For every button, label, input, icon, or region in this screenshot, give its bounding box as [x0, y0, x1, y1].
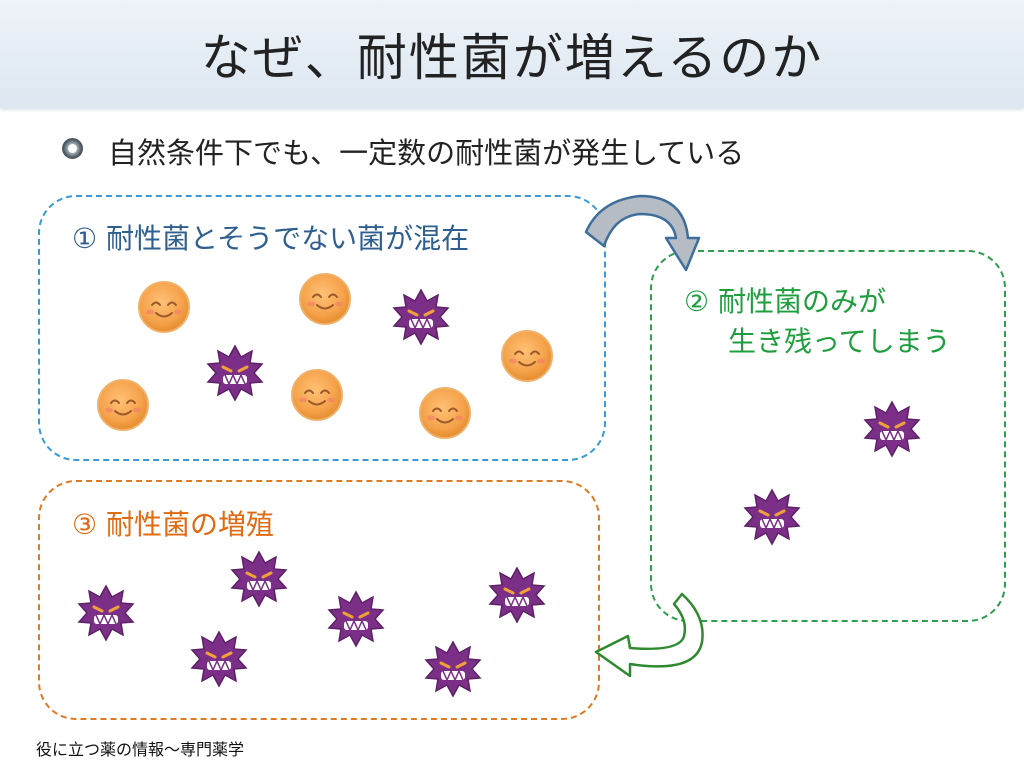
- bullet-text: 自然条件下でも、一定数の耐性菌が発生している: [108, 136, 745, 170]
- proliferation-label: ③ 耐性菌の増殖: [72, 508, 275, 541]
- slide-title: なぜ、耐性菌が増えるのか: [200, 29, 824, 87]
- footer-source: 役に立つ薬の情報～専門薬学: [36, 740, 245, 759]
- spiky-germ-icon: [392, 288, 450, 346]
- smiling-face-icon: [298, 272, 352, 326]
- spiky-germ-icon: [488, 566, 546, 624]
- spiky-germ-icon: [206, 344, 264, 402]
- curved-arrow-bottom-icon: [594, 592, 704, 678]
- smiling-face-icon: [96, 378, 150, 432]
- spiky-germ-icon: [424, 640, 482, 698]
- spiky-germ-icon: [190, 630, 248, 688]
- ring-bullet-icon: [62, 138, 83, 159]
- spiky-germ-icon: [327, 590, 385, 648]
- mixed-bacteria-box: [38, 195, 606, 461]
- survivors-box: [650, 250, 1006, 622]
- title-band: [0, 0, 1024, 108]
- spiky-germ-icon: [230, 550, 288, 608]
- curved-arrow-top-icon: [584, 194, 701, 272]
- proliferation-box: [38, 480, 600, 720]
- mixed-bacteria-label: ① 耐性菌とそうでない菌が混在: [72, 222, 470, 255]
- spiky-germ-icon: [863, 400, 921, 458]
- survivors-label-line2: 生き残ってしまう: [728, 325, 951, 358]
- spiky-germ-icon: [743, 488, 801, 546]
- spiky-germ-icon: [77, 584, 135, 642]
- smiling-face-icon: [137, 280, 191, 334]
- smiling-face-icon: [500, 329, 554, 383]
- smiling-face-icon: [290, 368, 344, 422]
- survivors-label-line1: ② 耐性菌のみが: [684, 285, 887, 318]
- smiling-face-icon: [418, 386, 472, 440]
